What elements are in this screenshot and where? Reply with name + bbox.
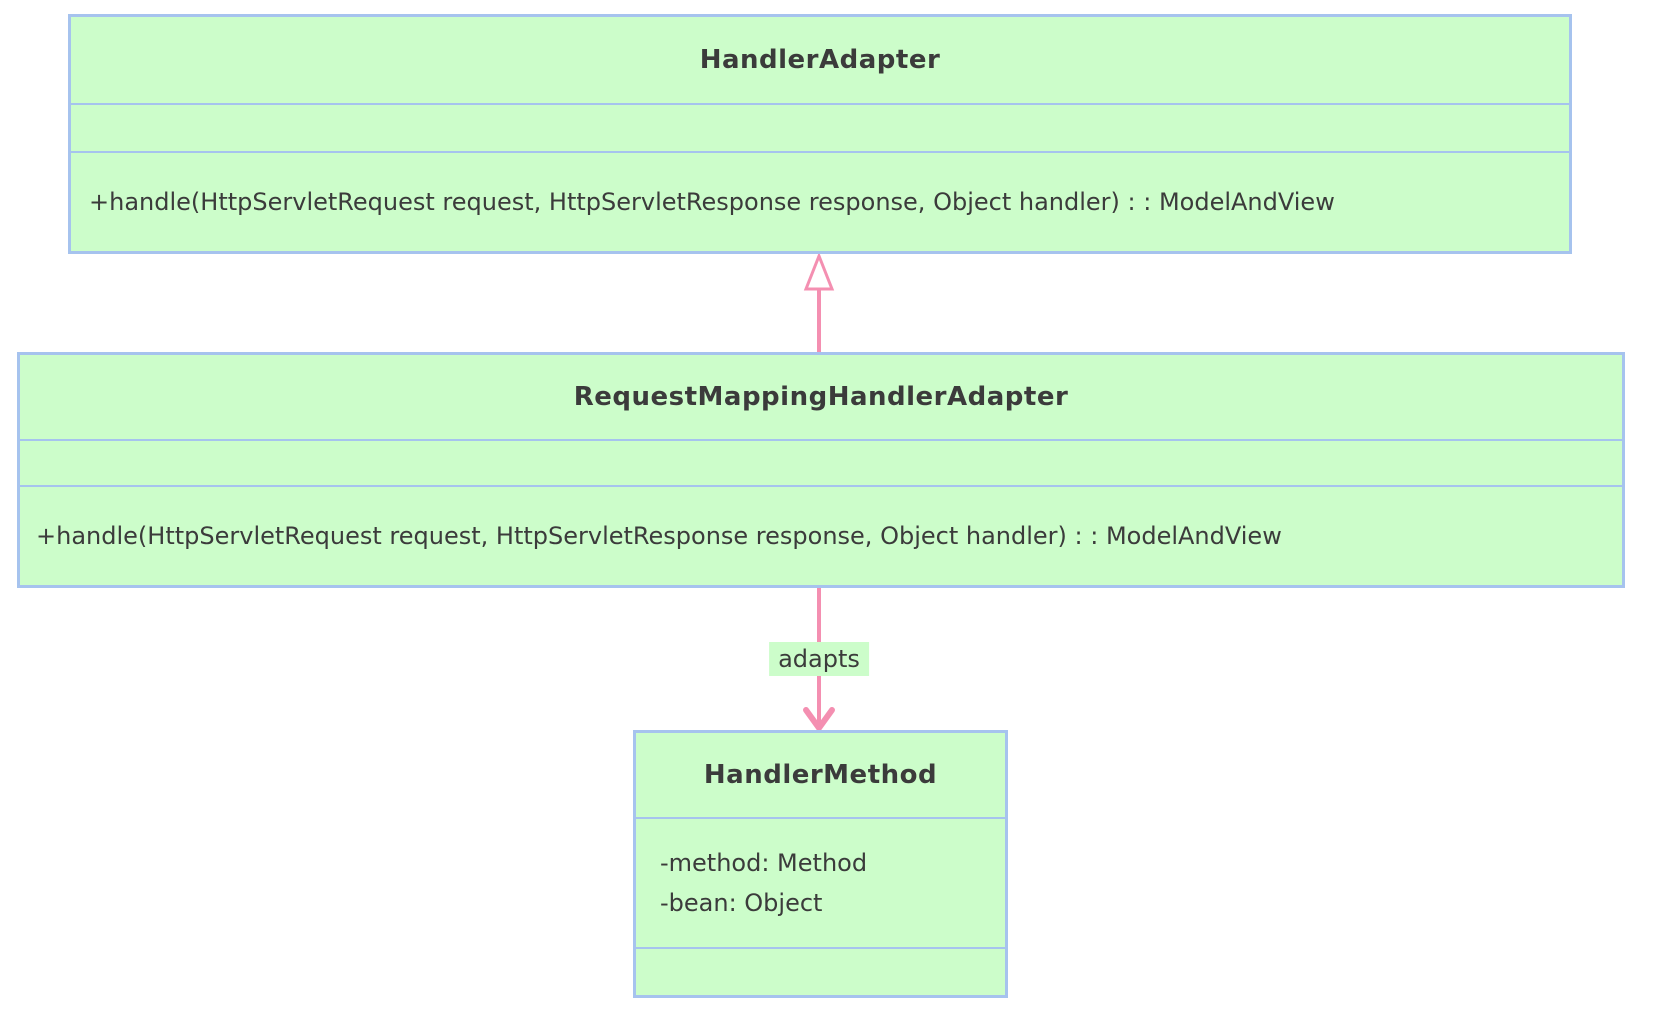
method-signature: +handle(HttpServletRequest request, Http… xyxy=(36,522,1282,550)
class-box-request-mapping-handler-adapter: RequestMappingHandlerAdapter +handle(Htt… xyxy=(17,352,1625,588)
generalization-triangle-icon xyxy=(803,251,835,291)
method-signature: +handle(HttpServletRequest request, Http… xyxy=(89,188,1335,216)
attributes-compartment-request-mapping xyxy=(20,439,1622,485)
attributes-compartment-handler-method: -method: Method -bean: Object xyxy=(636,817,1005,947)
attributes-compartment-handler-adapter xyxy=(71,103,1569,151)
attribute-method: -method: Method xyxy=(660,849,868,877)
edge-label-adapts: adapts xyxy=(769,642,869,676)
class-name-handler-adapter: HandlerAdapter xyxy=(699,45,941,75)
methods-compartment-handler-adapter: +handle(HttpServletRequest request, Http… xyxy=(71,151,1569,251)
class-name-handler-method: HandlerMethod xyxy=(703,760,938,790)
class-name-request-mapping-handler-adapter: RequestMappingHandlerAdapter xyxy=(573,382,1069,412)
class-box-handler-adapter: HandlerAdapter +handle(HttpServletReques… xyxy=(68,14,1572,254)
class-box-handler-method: HandlerMethod -method: Method -bean: Obj… xyxy=(633,730,1008,998)
methods-compartment-handler-method xyxy=(636,947,1005,995)
methods-compartment-request-mapping: +handle(HttpServletRequest request, Http… xyxy=(20,485,1622,585)
arrowhead-down-icon xyxy=(803,707,835,731)
attribute-bean: -bean: Object xyxy=(660,889,823,917)
